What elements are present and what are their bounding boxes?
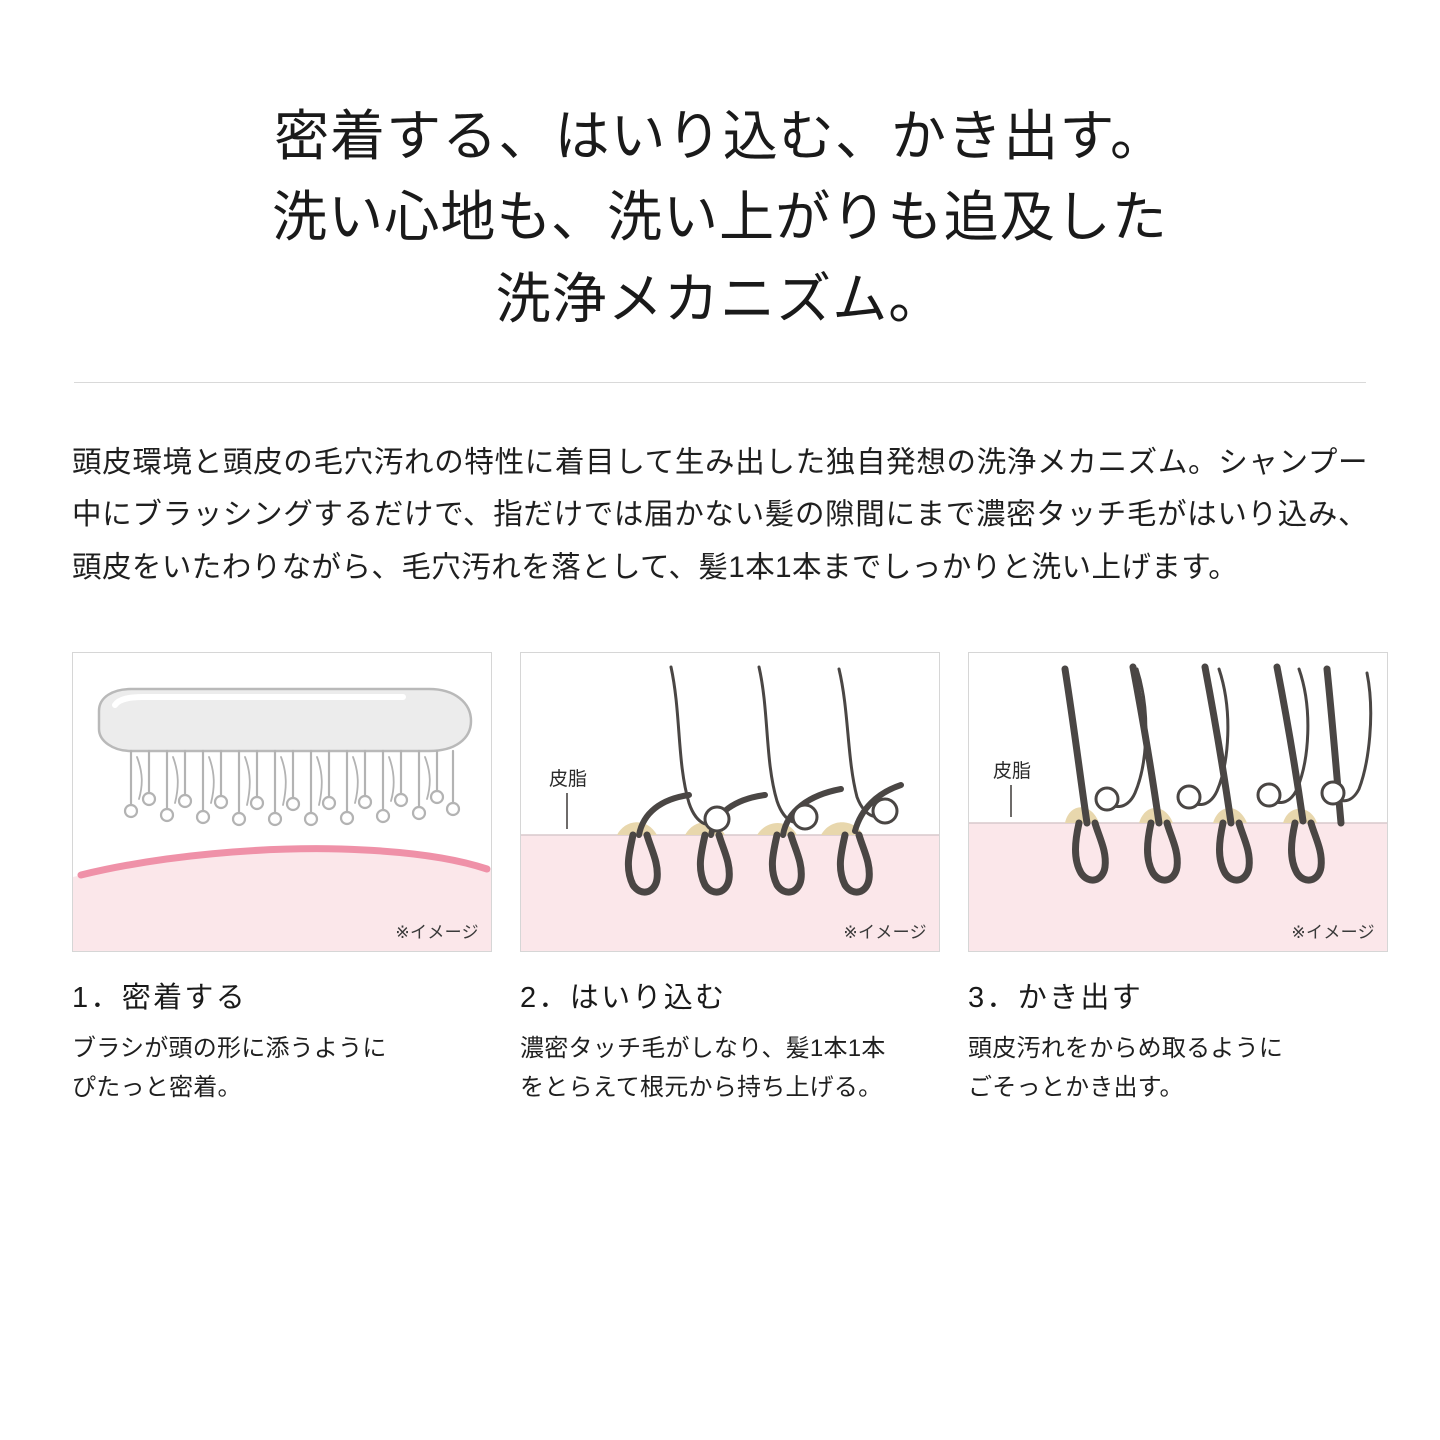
brush-on-scalp-diagram (73, 687, 491, 951)
step-1-description: ブラシが頭の形に添うように ぴたっと密着。 (72, 1030, 492, 1108)
divider (74, 382, 1366, 384)
step-3-description-line-2: ごそっとかき出す。 (968, 1073, 1184, 1101)
bristles-entering-follicles-diagram: 皮脂 (521, 665, 939, 951)
step-2-description-line-2: をとらえて根元から持ち上げる。 (520, 1073, 883, 1101)
step-1-description-line-2: ぴたっと密着。 (72, 1073, 242, 1101)
step-2-illustration: 皮脂 ※イメージ (520, 651, 940, 952)
step-1-description-line-1: ブラシが頭の形に添うように (72, 1034, 387, 1062)
step-3-description-line-1: 頭皮汚れをからめ取るように (968, 1034, 1284, 1062)
step-3-illustration: 皮脂 ※イメージ (968, 651, 1388, 952)
headline-line-3: 洗浄メカニズム。 (495, 267, 945, 330)
lead-paragraph: 頭皮環境と頭皮の毛穴汚れの特性に着目して生み出した独自発想の洗浄メカニズム。シャ… (72, 446, 1368, 584)
step-card-1: ※イメージ 1．密着する ブラシが頭の形に添うように ぴたっと密着。 (72, 651, 492, 1108)
step-2-title: 2．はいり込む (520, 981, 727, 1014)
headline-line-2: 洗い心地も、洗い上がりも追及した (272, 186, 1168, 249)
step-2-description-line-1: 濃密タッチ毛がしなり、髪1本1本 (520, 1034, 886, 1062)
step-card-3: 皮脂 ※イメージ 3．かき出す 頭皮汚れをからめ取るように ごそっとかき出す。 (968, 651, 1388, 1108)
step-1-illustration: ※イメージ (72, 651, 492, 952)
sebum-label-3: 皮脂 (993, 760, 1031, 782)
image-note-3: ※イメージ (1291, 922, 1375, 942)
step-3-description: 頭皮汚れをからめ取るように ごそっとかき出す。 (968, 1030, 1388, 1108)
image-note-1: ※イメージ (395, 922, 479, 942)
sebum-label-2: 皮脂 (549, 768, 587, 790)
step-card-2: 皮脂 ※イメージ 2．はいり込む 濃密タッチ毛がしなり、髪1本1本 をとらえて根… (520, 651, 940, 1108)
image-note-2: ※イメージ (843, 922, 927, 942)
step-1-title: 1．密着する (72, 981, 248, 1014)
page-title: 密着する、はいり込む、かき出す。 洗い心地も、洗い上がりも追及した 洗浄メカニズ… (0, 0, 1440, 340)
step-3-title: 3．かき出す (968, 981, 1144, 1014)
headline-line-1: 密着する、はいり込む、かき出す。 (273, 105, 1167, 167)
step-2-description: 濃密タッチ毛がしなり、髪1本1本 をとらえて根元から持ち上げる。 (520, 1030, 940, 1108)
scraping-out-dirt-diagram: 皮脂 (969, 663, 1387, 951)
steps-container: ※イメージ 1．密着する ブラシが頭の形に添うように ぴたっと密着。 (72, 651, 1388, 1108)
